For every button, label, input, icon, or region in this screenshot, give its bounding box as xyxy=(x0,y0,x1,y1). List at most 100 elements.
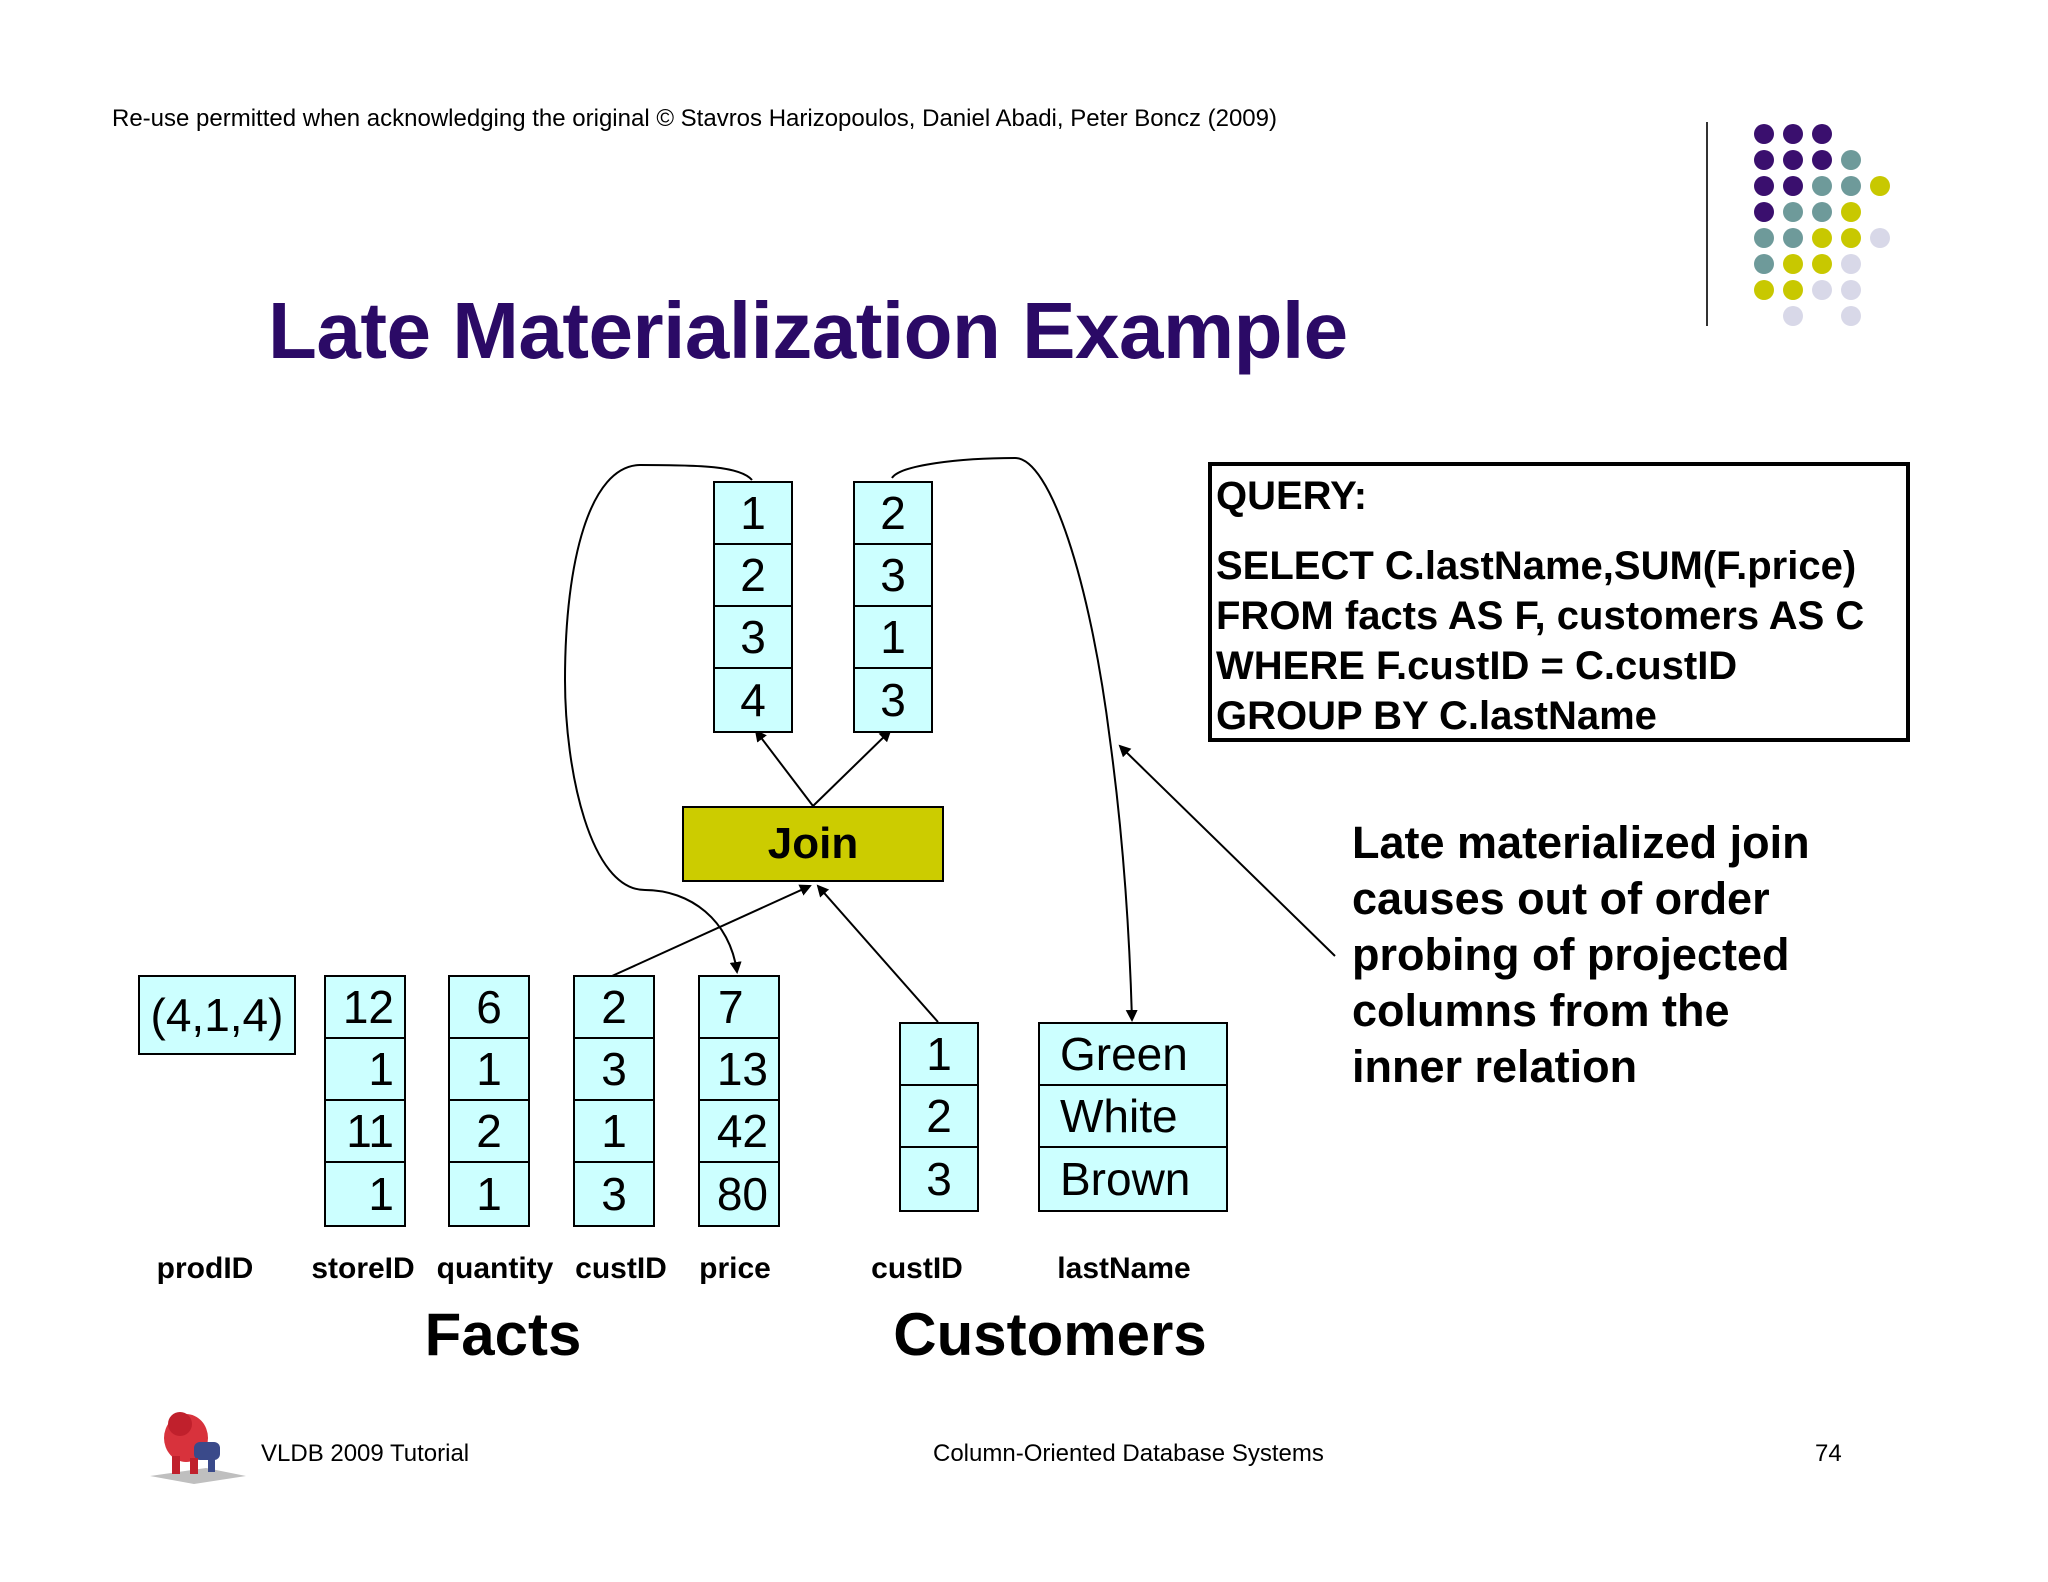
storeid-column: 12 1 11 1 xyxy=(324,975,406,1227)
decorative-dot xyxy=(1754,202,1774,222)
quantity-cell: 6 xyxy=(450,977,528,1039)
decorative-dot xyxy=(1754,176,1774,196)
column-label-lastname: lastName xyxy=(1057,1252,1191,1285)
column-label-prodid: prodID xyxy=(156,1252,254,1285)
query-line: WHERE F.custID = C.custID xyxy=(1216,644,1738,688)
join-output-cell: 1 xyxy=(855,607,931,669)
header-divider xyxy=(1706,122,1708,326)
join-operator: Join xyxy=(682,806,944,882)
decorative-dot xyxy=(1841,202,1861,222)
decorative-dot xyxy=(1812,150,1832,170)
decorative-dot xyxy=(1783,280,1803,300)
facts-custid-cell: 1 xyxy=(575,1101,653,1163)
note-line: inner relation xyxy=(1352,1041,1638,1092)
note-line: causes out of order xyxy=(1352,873,1770,924)
lastname-column: Green White Brown xyxy=(1038,1022,1228,1212)
join-output-cell: 2 xyxy=(855,483,931,545)
customers-custid-cell: 1 xyxy=(901,1024,977,1086)
probe-price-arrow xyxy=(563,463,753,974)
decorative-dot xyxy=(1783,202,1803,222)
customers-custid-cell: 3 xyxy=(926,1153,952,1205)
decorative-dot xyxy=(1870,228,1890,248)
note-line: probing of projected xyxy=(1352,929,1790,980)
facts-custid-to-join-arrow xyxy=(611,884,812,977)
column-label-storeid: storeID xyxy=(311,1252,415,1285)
column-label-quantity: quantity xyxy=(436,1252,554,1285)
decorative-dot xyxy=(1841,254,1861,274)
column-label-price: price xyxy=(699,1252,771,1285)
decorative-dot xyxy=(1754,150,1774,170)
prodid-rle-value: (4,1,4) xyxy=(138,975,296,1055)
quantity-column: 6 1 2 1 xyxy=(448,975,530,1227)
decorative-dot xyxy=(1783,176,1803,196)
note-line: Late materialized join xyxy=(1352,817,1810,868)
decorative-dot xyxy=(1870,176,1890,196)
decorative-dot xyxy=(1783,228,1803,248)
decorative-dot xyxy=(1812,228,1832,248)
lastname-cell: White xyxy=(1040,1086,1226,1148)
decorative-dot xyxy=(1783,306,1803,326)
decorative-dot xyxy=(1754,228,1774,248)
customers-custid-column: 1 2 3 xyxy=(899,1022,979,1212)
decorative-dot xyxy=(1754,124,1774,144)
join-output-cell: 3 xyxy=(855,545,931,607)
lastname-cell: Green xyxy=(1040,1024,1226,1086)
decorative-dot xyxy=(1783,124,1803,144)
group-label-facts: Facts xyxy=(424,1301,582,1368)
decorative-dot xyxy=(1754,280,1774,300)
note-pointer-arrow xyxy=(1118,744,1336,957)
decorative-dot xyxy=(1841,176,1861,196)
quantity-cell: 1 xyxy=(476,1168,502,1220)
decorative-dot xyxy=(1812,124,1832,144)
storeid-cell: 12 xyxy=(326,977,404,1039)
price-cell: 42 xyxy=(700,1101,778,1163)
join-output-cell: 4 xyxy=(740,674,766,726)
decorative-dot xyxy=(1841,228,1861,248)
price-column: 7 13 42 80 xyxy=(698,975,780,1227)
decorative-dot xyxy=(1812,202,1832,222)
note-line: columns from the xyxy=(1352,985,1730,1036)
footer-center-text: Column-Oriented Database Systems xyxy=(933,1440,1324,1467)
storeid-cell: 1 xyxy=(326,1039,404,1101)
query-line: GROUP BY C.lastName xyxy=(1216,694,1657,738)
facts-custid-cell: 3 xyxy=(575,1039,653,1101)
column-label-customers-custid: custID xyxy=(871,1252,963,1285)
decorative-dot xyxy=(1841,150,1861,170)
decorative-dot xyxy=(1754,254,1774,274)
storeid-cell: 1 xyxy=(368,1168,394,1220)
price-cell: 13 xyxy=(700,1039,778,1101)
slide-title: Late Materialization Example xyxy=(268,286,1348,375)
facts-custid-cell: 2 xyxy=(575,977,653,1039)
lion-statue-logo xyxy=(150,1412,246,1484)
decorative-dot xyxy=(1841,306,1861,326)
price-cell: 7 xyxy=(700,977,778,1039)
decorative-dot xyxy=(1812,254,1832,274)
query-line: FROM facts AS F, customers AS C xyxy=(1216,594,1865,638)
quantity-cell: 2 xyxy=(450,1101,528,1163)
decorative-dot xyxy=(1812,176,1832,196)
cust-custid-to-join-arrow xyxy=(816,884,939,1023)
join-output-left-column: 1 2 3 4 xyxy=(713,481,793,733)
page-number: 74 xyxy=(1815,1440,1842,1467)
footer-left-text: VLDB 2009 Tutorial xyxy=(261,1440,470,1467)
join-to-right-output-arrow xyxy=(812,729,892,807)
query-line: SELECT C.lastName,SUM(F.price) xyxy=(1216,544,1857,588)
facts-custid-column: 2 3 1 3 xyxy=(573,975,655,1227)
join-output-cell: 2 xyxy=(715,545,791,607)
decorative-dot xyxy=(1783,254,1803,274)
storeid-cell: 11 xyxy=(326,1101,404,1163)
group-label-customers: Customers xyxy=(893,1301,1207,1368)
column-label-facts-custid: custID xyxy=(575,1252,667,1285)
decorative-dot xyxy=(1841,280,1861,300)
probe-lastname-arrow xyxy=(891,456,1138,1022)
join-output-cell: 3 xyxy=(715,607,791,669)
query-box: QUERY: SELECT C.lastName,SUM(F.price) FR… xyxy=(1208,462,1910,742)
lastname-cell: Brown xyxy=(1060,1153,1191,1205)
explanation-note: Late materialized join causes out of ord… xyxy=(1352,815,1810,1095)
copyright-notice: Re-use permitted when acknowledging the … xyxy=(112,105,1277,132)
quantity-cell: 1 xyxy=(450,1039,528,1101)
customers-custid-cell: 2 xyxy=(901,1086,977,1148)
join-output-right-column: 2 3 1 3 xyxy=(853,481,933,733)
decorative-dot xyxy=(1812,280,1832,300)
